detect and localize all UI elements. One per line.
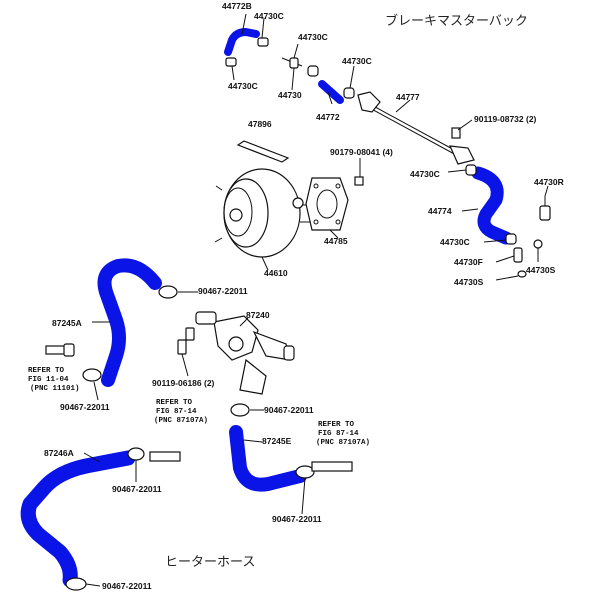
label-44730F: 44730F <box>454 257 483 267</box>
label-44730: 44730 <box>278 90 302 100</box>
fitting-44730F <box>513 247 523 263</box>
label-90467-c: 90467-22011 <box>264 405 314 415</box>
gasket-44785 <box>305 177 349 231</box>
refer-note-middle: REFER TO FIG 87-14 (PNC 87107A) <box>154 399 208 425</box>
clamp-44730C-mid <box>307 65 319 77</box>
ref2-line2: FIG 87-14 <box>156 408 197 416</box>
clamp-44730C-hose-bottom <box>505 233 517 245</box>
hose-44774 <box>471 166 513 245</box>
hose-87246A <box>20 450 136 588</box>
ref3-line3: (PNC 87107A) <box>316 439 370 447</box>
clamp-44730C-right <box>343 87 355 99</box>
label-90467-a: 90467-22011 <box>198 286 248 296</box>
pipe-left-ref <box>45 343 75 357</box>
label-44730C-e: 44730C <box>410 169 440 179</box>
leader-lines <box>83 13 549 587</box>
label-44730S-b: 44730S <box>454 277 484 287</box>
label-44730C-d: 44730C <box>228 81 258 91</box>
clamp-44730C-hose-top <box>465 164 477 176</box>
ref2-line3: (PNC 87107A) <box>154 417 208 425</box>
label-44772: 44772 <box>316 112 340 122</box>
label-44730C-a: 44730C <box>254 11 284 21</box>
hose-87245A <box>97 258 162 387</box>
title-brake-booster: ブレーキマスターバック <box>385 13 528 29</box>
clamp-90467-e <box>295 465 315 479</box>
hose-87245E <box>229 425 307 492</box>
label-87246A: 87246A <box>44 448 74 458</box>
label-44774: 44774 <box>428 206 452 216</box>
label-87245A: 87245A <box>52 318 82 328</box>
valve-44730R <box>539 196 551 221</box>
hose-44772B <box>224 28 260 56</box>
ref1-line2: FIG 11-04 <box>28 376 69 384</box>
label-44610: 44610 <box>264 268 288 278</box>
clamp-44730C-top-left <box>225 57 237 67</box>
ref3-line2: FIG 87-14 <box>318 430 359 438</box>
label-90467-b: 90467-22011 <box>60 402 110 412</box>
clamp-90467-f <box>65 577 87 591</box>
clamp-90467-d <box>127 447 145 461</box>
clamp-90467-c <box>230 403 250 417</box>
label-87245E: 87245E <box>262 436 292 446</box>
refer-note-left: REFER TO FIG 11-04 (PNC 11101) <box>28 367 80 393</box>
label-44730S-a: 44730S <box>526 265 556 275</box>
label-44777: 44777 <box>396 92 420 102</box>
label-87240: 87240 <box>246 310 270 320</box>
label-90119-06186: 90119-06186 (2) <box>152 378 215 388</box>
label-44785: 44785 <box>324 236 348 246</box>
label-44730R: 44730R <box>534 177 564 187</box>
heater-valve-87240 <box>195 311 295 395</box>
clamp-90467-b <box>82 368 102 382</box>
label-90179-08041: 90179-08041 (4) <box>330 147 393 157</box>
label-44772B: 44772B <box>222 1 252 11</box>
nut-44730S-right <box>533 239 543 249</box>
bolt-90119-08732 <box>451 127 461 139</box>
ref3-line1: REFER TO <box>318 421 355 429</box>
washer-44730S <box>517 270 527 278</box>
title-heater-hose: ヒーターホース <box>165 555 255 570</box>
clamp-44730C-top-right <box>257 37 269 47</box>
vacuum-pipe-44777 <box>357 91 475 165</box>
check-valve-44730 <box>281 57 303 69</box>
label-90467-e: 90467-22011 <box>272 514 322 524</box>
pipe-right-ref <box>311 461 353 472</box>
pipe-middle-ref <box>149 451 181 462</box>
ref1-line3: (PNC 11101) <box>30 385 80 393</box>
label-44730C-c: 44730C <box>342 56 372 66</box>
label-90467-f: 90467-22011 <box>102 581 152 591</box>
bolt-90119-06186 <box>177 327 195 355</box>
label-90119-08732: 90119-08732 (2) <box>474 114 537 124</box>
clamp-90467-a <box>158 285 178 299</box>
label-44730C-b: 44730C <box>298 32 328 42</box>
refer-note-right: REFER TO FIG 87-14 (PNC 87107A) <box>316 421 370 447</box>
strip-47896 <box>236 140 290 163</box>
ref2-line1: REFER TO <box>156 399 193 407</box>
label-44730C-f: 44730C <box>440 237 470 247</box>
brake-booster-44610 <box>214 168 312 258</box>
hose-44772 <box>318 80 344 104</box>
label-47896: 47896 <box>248 119 272 129</box>
ref1-line1: REFER TO <box>28 367 65 375</box>
nut-90179-08041 <box>354 176 364 186</box>
label-90467-d: 90467-22011 <box>112 484 162 494</box>
